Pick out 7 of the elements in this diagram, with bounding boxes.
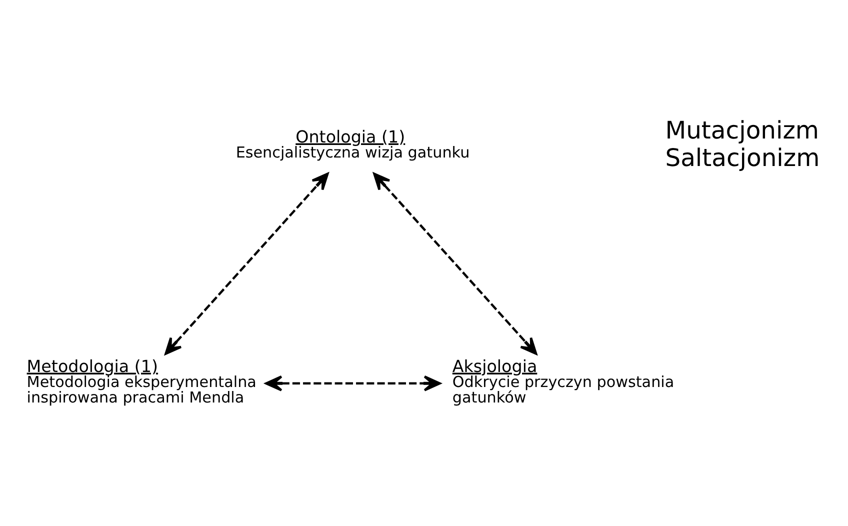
arrow: [164, 172, 329, 355]
arrow: [265, 375, 441, 392]
node-text: Aksjologia Odkrycie przyczyn powstania gatunków: [452, 356, 674, 406]
label: Mutacjonizm Saltacjonizm: [665, 116, 820, 172]
node-text: Ontologia (1) Esencjalistyczna wizja gatunku: [236, 127, 470, 162]
arrow: [373, 172, 538, 355]
node-text: Metodologia (1) Metodologia eksperymentalna inspirowana pracami Mendla: [26, 356, 256, 406]
